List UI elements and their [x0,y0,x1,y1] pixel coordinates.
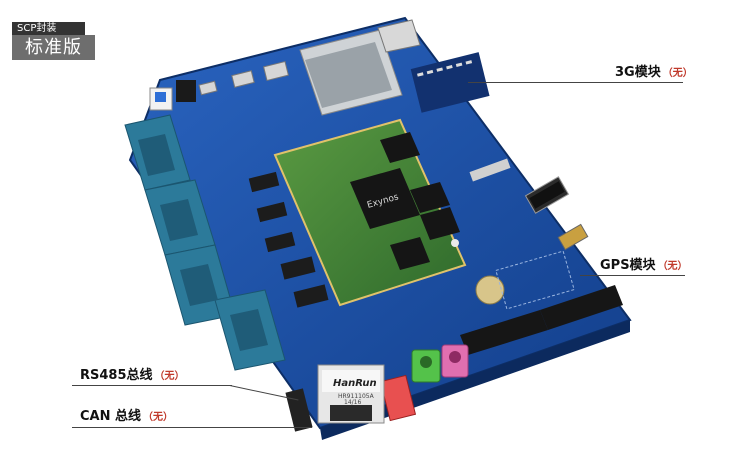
dip-switch [379,374,417,422]
callout-gps-suffix: （无） [657,261,688,272]
leader-gps [580,275,685,276]
gps-module-site [495,250,575,310]
callout-can-label: CAN 总线 [80,409,142,424]
callout-gps-label: GPS模块 [600,258,656,273]
callout-rs485-suffix: （无） [154,371,185,382]
callout-gps-module: GPS模块（无） [600,254,688,273]
leader-rs485 [72,385,232,386]
rj45-brand: HanRun [333,378,377,389]
edition-badge: SCP封装 标准版 [12,22,95,62]
usb-port-2 [231,70,255,88]
rj45-model: HR911105A [338,393,375,400]
callout-3g-module: 3G模块（无） [615,61,693,80]
badge-edition-label: 标准版 [12,35,95,60]
pin-headers [460,285,623,355]
callout-can-suffix: （无） [143,412,174,423]
power-jack [176,80,196,102]
micro-hdmi-port [557,223,589,251]
led-panel [410,52,490,113]
rj45-ethernet: HanRun HR911105A 14/16 [317,364,385,424]
callout-can-bus: CAN 总线（无） [80,405,173,424]
rj45-date: 14/16 [344,399,361,406]
callout-rs485-label: RS485总线 [80,368,153,383]
callout-3g-suffix: （无） [662,68,693,79]
leader-can [72,427,312,428]
core-chips [350,132,460,270]
tf-card-slot [377,19,421,53]
serial-connectors [124,114,286,371]
line-driver-chips [248,171,329,308]
rtc-battery [475,275,505,305]
callout-rs485-bus: RS485总线（无） [80,364,185,383]
leader-3g [468,82,683,83]
usb-port [263,60,289,82]
badge-package-label: SCP封装 [12,22,85,35]
lcd-fpc-connector [469,158,511,182]
callout-3g-label: 3G模块 [615,65,661,80]
